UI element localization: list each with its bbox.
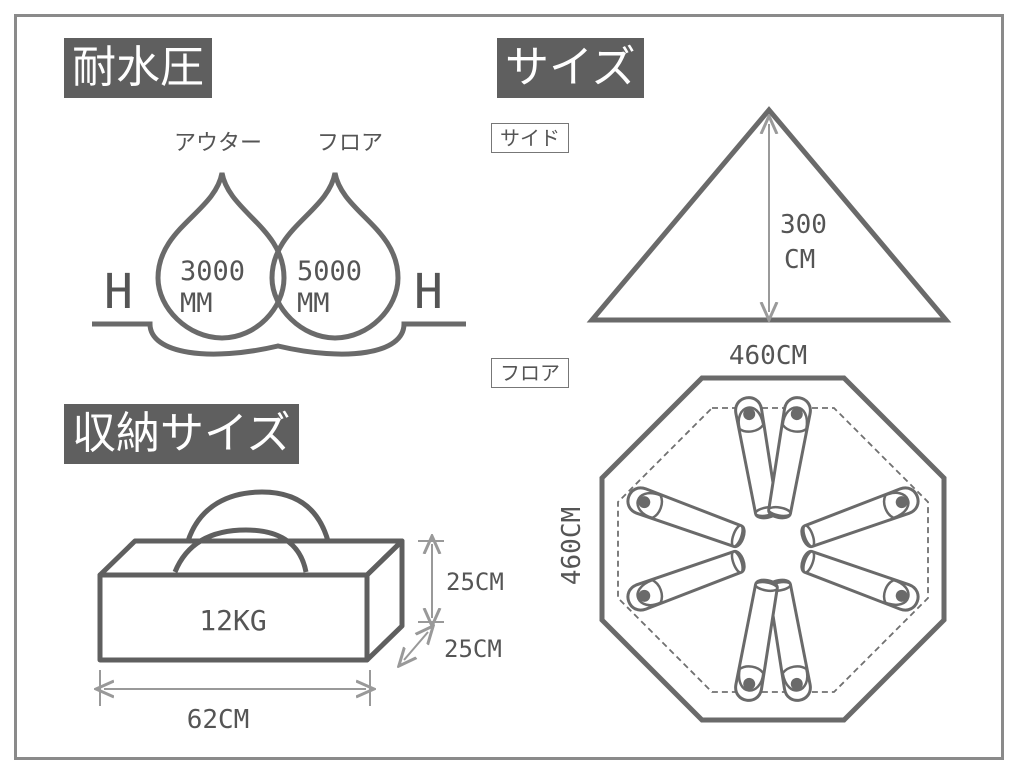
outer-drop xyxy=(155,172,287,341)
bag-handle-back xyxy=(185,489,331,542)
sleeping-bags xyxy=(626,396,920,702)
bag-side xyxy=(364,538,405,663)
h-right: H xyxy=(414,264,443,320)
floor-value: 5000 xyxy=(297,256,362,287)
bag-height: 25CM xyxy=(446,568,504,596)
floor-unit: MM xyxy=(297,288,330,319)
floor-depth: 460CM xyxy=(557,507,587,585)
floor-tag: フロア xyxy=(491,358,569,388)
side-height-unit: CM xyxy=(784,245,815,275)
floor-label-water: フロア xyxy=(317,131,383,156)
sleeping-bag xyxy=(800,486,920,548)
bag-depth: 25CM xyxy=(444,635,502,663)
outer-label: アウター xyxy=(174,131,262,156)
sleeping-bag xyxy=(800,550,920,612)
sleeping-bag xyxy=(734,396,779,520)
bag-weight: 12KG xyxy=(199,604,266,637)
floor-octagon xyxy=(599,375,947,723)
sleeping-bag xyxy=(626,486,746,548)
outer-value: 3000 xyxy=(180,256,245,287)
h-left: H xyxy=(104,264,133,320)
sleeping-bag xyxy=(767,396,812,520)
section-title-storage: 収納サイズ xyxy=(64,404,299,464)
floor-drop xyxy=(269,172,401,341)
bag-top xyxy=(97,538,405,578)
bag-handle-front xyxy=(172,527,309,573)
section-title-water: 耐水圧 xyxy=(64,38,212,98)
side-tag: サイド xyxy=(491,123,569,153)
floor-inner-dashed xyxy=(617,407,929,693)
bag-depth-arrow xyxy=(404,632,428,660)
sleeping-bag xyxy=(626,550,746,612)
section-title-size: サイズ xyxy=(497,38,644,98)
side-height-value: 300 xyxy=(780,210,827,240)
sleeping-bag xyxy=(734,578,779,702)
storage-bag xyxy=(97,489,405,663)
outer-unit: MM xyxy=(180,288,213,319)
floor-width: 460CM xyxy=(729,341,807,371)
water-drops xyxy=(92,172,466,357)
sleeping-bag xyxy=(767,578,812,702)
bag-length: 62CM xyxy=(187,705,250,735)
ground-line xyxy=(92,321,466,357)
